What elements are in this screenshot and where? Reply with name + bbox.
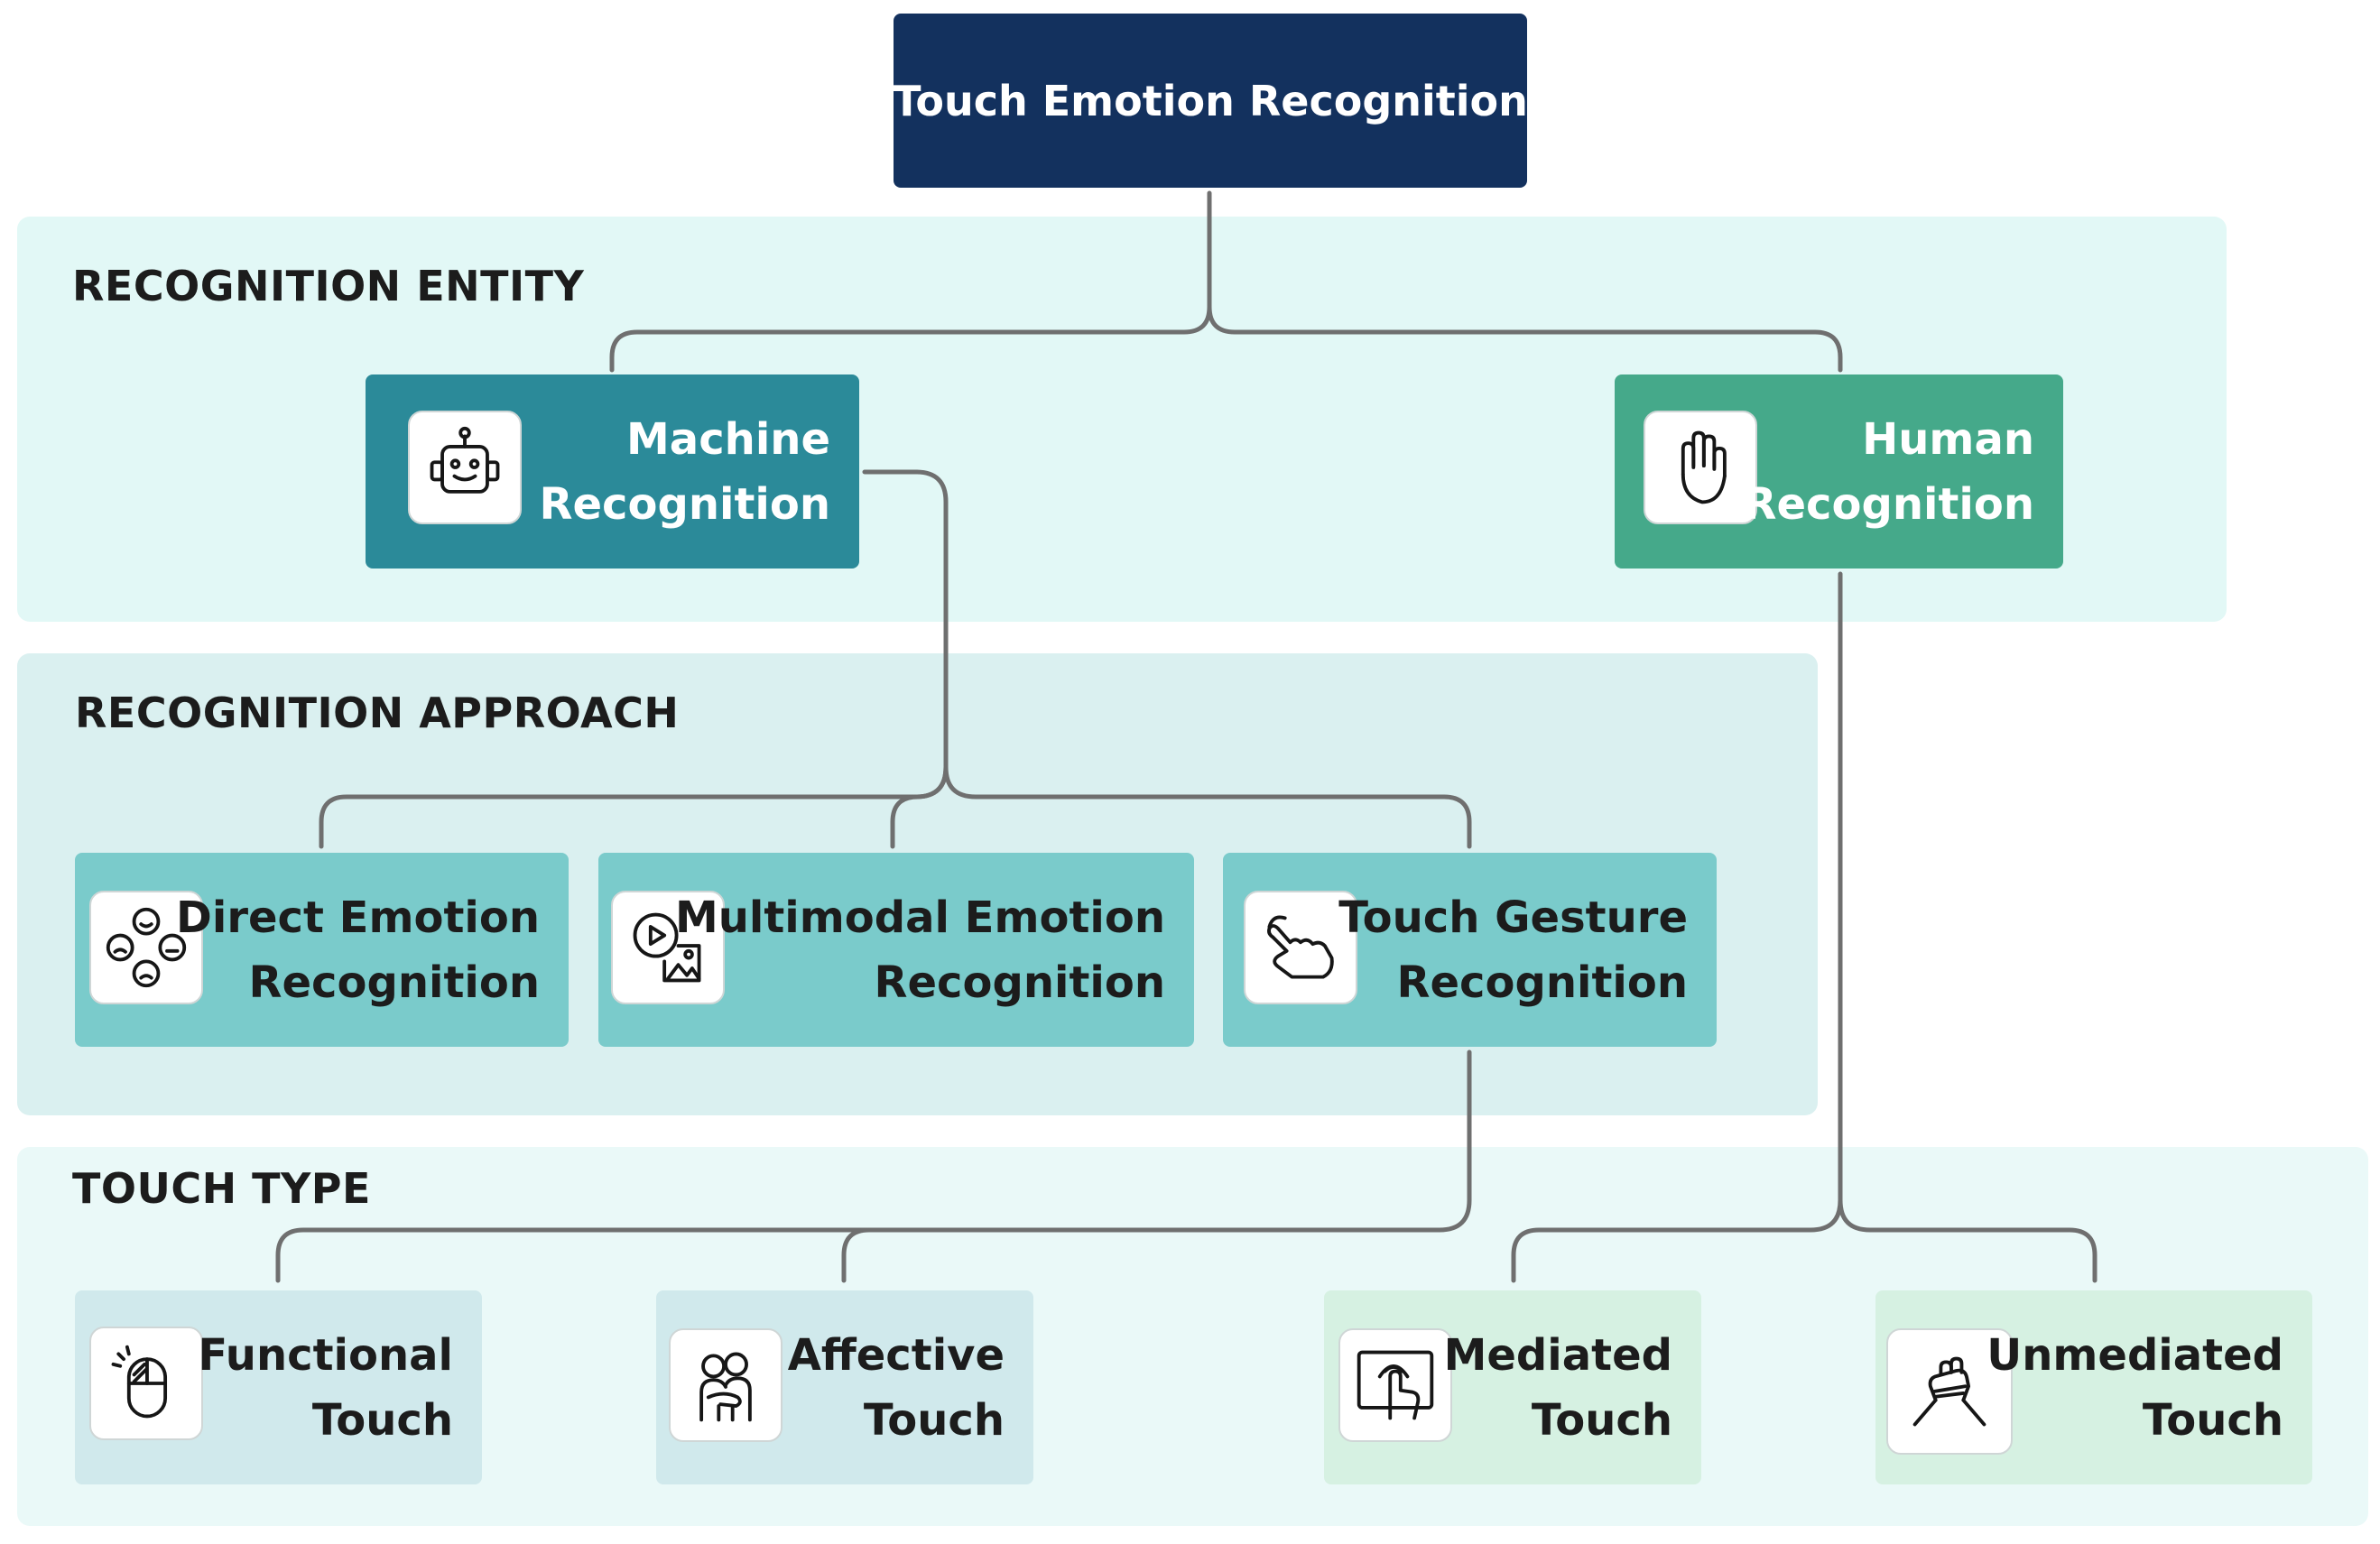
handshake-icon (1886, 1328, 2013, 1455)
connector-human-unmediated (1838, 1197, 2098, 1283)
node-unmediated-touch: Unmediated Touch (1875, 1290, 2312, 1484)
emotion-faces-icon (89, 891, 203, 1004)
mediated-label-line1: Mediated (1443, 1329, 1672, 1381)
node-mediated-touch: Mediated Touch (1324, 1290, 1701, 1484)
functional-label-line1: Functional (198, 1329, 453, 1381)
multimodal-label-line2: Recognition (874, 957, 1165, 1008)
node-multimodal-emotion-recognition: Multimodal Emotion Recognition (598, 853, 1194, 1047)
unmediated-label-line2: Touch (2142, 1394, 2283, 1446)
touchscreen-icon (1338, 1328, 1452, 1442)
gesture-label-line1: Touch Gesture (1338, 892, 1688, 943)
section-title-entity: RECOGNITION ENTITY (72, 262, 585, 310)
connector-human-touch (1511, 571, 1843, 1283)
node-functional-touch: Functional Touch (75, 1290, 482, 1484)
node-touch-gesture-recognition: Touch Gesture Recognition (1223, 853, 1717, 1047)
connector-root-human (1207, 304, 1843, 373)
node-machine-recognition: Machine Recognition (366, 374, 859, 569)
direct-label-line2: Recognition (248, 957, 540, 1008)
node-human-recognition: Human Recognition (1615, 374, 2063, 569)
root-node: Touch Emotion Recognition (893, 14, 1528, 188)
section-title-touch: TOUCH TYPE (72, 1164, 371, 1213)
mediated-label-line2: Touch (1531, 1394, 1672, 1446)
connector-gesture-touch (275, 1049, 1472, 1283)
connector-approach-gesture (943, 764, 1472, 849)
affective-label-line1: Affective (787, 1329, 1005, 1381)
machine-label-line2: Recognition (539, 478, 830, 530)
human-label-line2: Recognition (1743, 478, 2034, 530)
root-label: Touch Emotion Recognition (893, 76, 1528, 125)
connector-approach-multimodal (890, 764, 949, 849)
robot-icon (408, 411, 522, 524)
human-label-line1: Human (1862, 413, 2034, 465)
raised-hand-icon (1644, 411, 1757, 524)
connector-root-machine (609, 190, 1212, 373)
section-title-approach: RECOGNITION APPROACH (75, 689, 680, 737)
connector-gesture-affective (841, 1227, 872, 1283)
node-direct-emotion-recognition: Direct Emotion Recognition (75, 853, 569, 1047)
node-affective-touch: Affective Touch (656, 1290, 1033, 1484)
machine-label-line1: Machine (626, 413, 830, 465)
connector-approach-direct (319, 764, 949, 849)
multimodal-label-line1: Multimodal Emotion (674, 892, 1165, 943)
gesture-label-line2: Recognition (1396, 957, 1688, 1008)
functional-label-line2: Touch (311, 1394, 453, 1446)
unmediated-label-line1: Unmediated (1986, 1329, 2283, 1381)
direct-label-line1: Direct Emotion (176, 892, 540, 943)
hug-icon (669, 1328, 783, 1442)
affective-label-line2: Touch (863, 1394, 1005, 1446)
mouse-click-icon (89, 1327, 203, 1440)
pointing-hand-icon (1244, 891, 1357, 1004)
connector-machine-approach (862, 469, 949, 770)
multimedia-icon (611, 891, 725, 1004)
